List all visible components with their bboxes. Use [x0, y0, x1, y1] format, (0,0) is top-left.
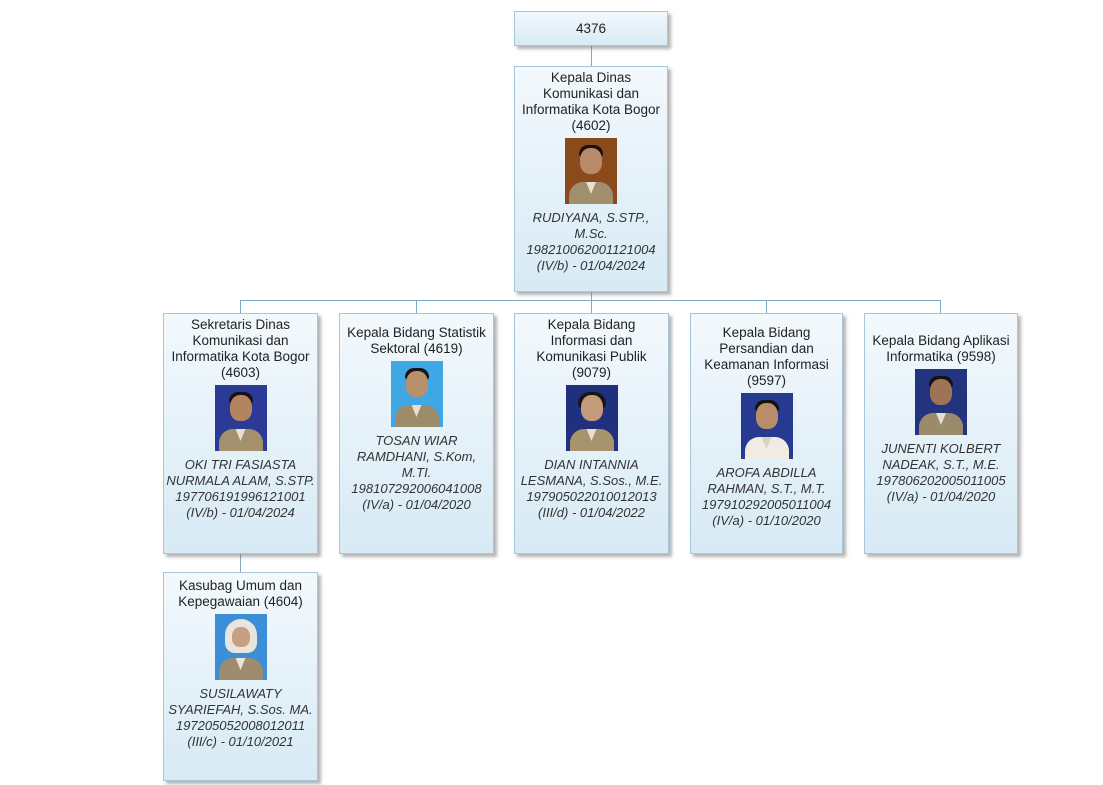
person-name: JUNENTI KOLBERT NADEAK, S.T., M.E. — [881, 441, 1001, 472]
connector-horizontal — [240, 300, 941, 301]
person-nip: 197806202005011005 — [876, 473, 1006, 488]
org-node-sekretaris[interactable]: Sekretaris Dinas Komunikasi dan Informat… — [163, 313, 318, 554]
node-title: Kepala Dinas Komunikasi dan Informatika … — [521, 70, 661, 133]
person-photo-icon — [390, 361, 443, 427]
org-node-informasi-publik[interactable]: Kepala Bidang Informasi dan Komunikasi P… — [514, 313, 669, 554]
root-node[interactable]: 4376 — [514, 11, 668, 46]
person-nip: 197910292005011004 — [701, 497, 832, 512]
person-rank: (IV/a) - 01/04/2020 — [362, 497, 471, 512]
connector-head-down — [591, 291, 592, 301]
node-title: Kepala Bidang Informasi dan Komunikasi P… — [536, 317, 647, 380]
root-label: 4376 — [575, 21, 607, 36]
node-title: Sekretaris Dinas Komunikasi dan Informat… — [171, 317, 310, 380]
person-name: DIAN INTANNIA LESMANA, S.Sos., M.E. — [520, 457, 663, 488]
person-name: TOSAN WIAR RAMDHANI, S.Kom, M.TI. — [356, 433, 477, 480]
connector-root-head — [591, 45, 592, 66]
connector-child-5 — [940, 300, 941, 313]
org-node-head[interactable]: Kepala Dinas Komunikasi dan Informatika … — [514, 66, 668, 292]
person-rank: (IV/b) - 01/04/2024 — [536, 258, 646, 273]
connector-child1-grandchild — [240, 553, 241, 572]
org-node-kasubag-umum[interactable]: Kasubag Umum dan Kepegawaian (4604) SUSI… — [163, 572, 318, 781]
person-rank: (III/c) - 01/10/2021 — [187, 734, 294, 749]
person-nip: 197706191996121001 — [175, 489, 306, 504]
person-rank: (IV/a) - 01/04/2020 — [886, 489, 996, 504]
person-nip: 197905022010012013 — [526, 489, 657, 504]
person-name: AROFA ABDILLA RAHMAN, S.T., M.T. — [707, 465, 826, 496]
person-rank: (III/d) - 01/04/2022 — [538, 505, 645, 520]
person-photo-icon — [915, 369, 967, 435]
connector-child-2 — [416, 300, 417, 313]
person-rank: (IV/a) - 01/10/2020 — [712, 513, 821, 528]
connector-child-3 — [591, 300, 592, 313]
person-name: OKI TRI FASIASTA NURMALA ALAM, S.STP. — [166, 457, 315, 488]
node-title: Kasubag Umum dan Kepegawaian (4604) — [178, 578, 303, 609]
org-node-statistik[interactable]: Kepala Bidang Statistik Sektoral (4619) … — [339, 313, 494, 554]
person-nip: 198210062001121004 — [526, 242, 656, 257]
connector-child-1 — [240, 300, 241, 313]
person-photo-icon — [565, 385, 618, 451]
org-node-aplikasi[interactable]: Kepala Bidang Aplikasi Informatika (9598… — [864, 313, 1018, 554]
person-photo-icon — [740, 393, 793, 459]
person-name: RUDIYANA, S.STP., M.Sc. — [532, 210, 650, 241]
person-photo-icon — [214, 385, 267, 451]
person-name: SUSILAWATY SYARIEFAH, S.Sos. MA. — [168, 686, 313, 717]
node-title: Kepala Bidang Statistik Sektoral (4619) — [347, 325, 486, 356]
node-title: Kepala Bidang Aplikasi Informatika (9598… — [872, 333, 1010, 364]
node-title: Kepala Bidang Persandian dan Keamanan In… — [704, 325, 829, 388]
person-rank: (IV/b) - 01/04/2024 — [186, 505, 295, 520]
connector-child-4 — [766, 300, 767, 313]
person-nip: 198107292006041008 — [351, 481, 482, 496]
org-node-persandian[interactable]: Kepala Bidang Persandian dan Keamanan In… — [690, 313, 843, 554]
person-nip: 197205052008012011 — [175, 718, 306, 733]
person-photo-icon — [214, 614, 267, 680]
person-photo-icon — [565, 138, 617, 204]
